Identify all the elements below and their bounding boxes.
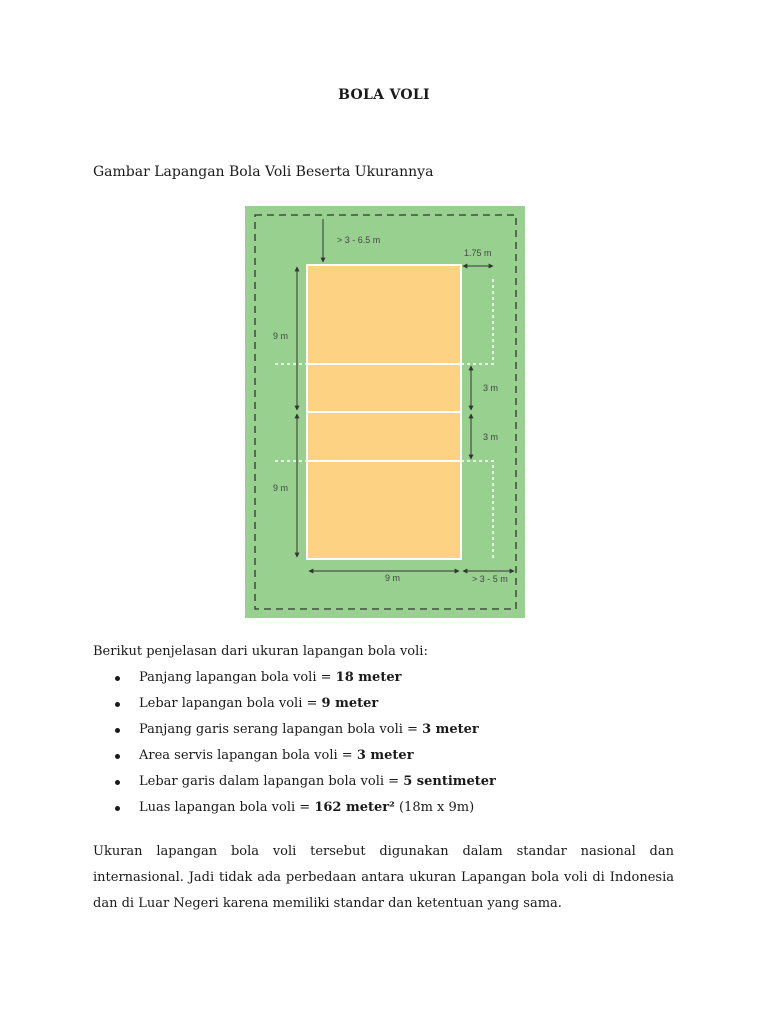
item-value: 3 meter: [422, 722, 479, 737]
dimension-list: Panjang lapangan bola voli = 18 meter Le…: [0, 668, 496, 824]
attack-zone-bottom-label: 3 m: [483, 432, 498, 442]
bullet-icon: [115, 754, 120, 759]
list-item: Lebar lapangan bola voli = 9 meter: [0, 694, 496, 720]
free-zone-side-label: > 3 - 5 m: [472, 574, 508, 584]
item-value: 3 meter: [356, 748, 414, 763]
bullet-icon: [115, 780, 120, 785]
service-zone-marker-bottom: [461, 460, 494, 559]
bullet-icon: [115, 806, 120, 811]
bullet-icon: [115, 702, 120, 707]
list-item: Area servis lapangan bola voli = 3 meter: [0, 746, 496, 772]
item-value: 5 sentimeter: [403, 774, 496, 789]
intro-text: Berikut penjelasan dari ukuran lapangan …: [93, 644, 428, 659]
item-value: 9 meter: [321, 696, 379, 711]
bullet-icon: [115, 728, 120, 733]
volleyball-court-diagram: > 3 - 6.5 m 1.75 m 9 m 9 m 3 m 3 m 9 m >…: [245, 206, 525, 618]
item-label: Panjang lapangan bola voli =: [139, 670, 336, 685]
item-label: Panjang garis serang lapangan bola voli …: [139, 722, 423, 737]
list-item: Luas lapangan bola voli = 162 meter² (18…: [0, 798, 496, 824]
side-offset-label: 1.75 m: [464, 248, 492, 258]
attack-zone-top-label: 3 m: [483, 383, 498, 393]
half-length-top-label: 9 m: [273, 331, 288, 341]
list-item: Panjang garis serang lapangan bola voli …: [0, 720, 496, 746]
half-length-bottom-label: 9 m: [273, 483, 288, 493]
service-zone-marker-top: [461, 278, 494, 365]
outer-dashed-boundary: [254, 214, 517, 610]
court-width-label: 9 m: [385, 573, 400, 583]
figure-heading: Gambar Lapangan Bola Voli Beserta Ukuran…: [93, 164, 434, 180]
item-value: 18 meter: [335, 670, 402, 685]
free-zone-top-label: > 3 - 6.5 m: [337, 235, 380, 245]
item-label: Lebar garis dalam lapangan bola voli =: [139, 774, 404, 789]
bullet-icon: [115, 676, 120, 681]
document-title: BOLA VOLI: [338, 87, 430, 103]
court-svg: > 3 - 6.5 m 1.75 m 9 m 9 m 3 m 3 m 9 m >…: [245, 206, 525, 618]
item-label: Lebar lapangan bola voli =: [139, 696, 322, 711]
item-value: 162 meter²: [314, 800, 395, 815]
item-label: Area servis lapangan bola voli =: [139, 748, 357, 763]
body-paragraph: Ukuran lapangan bola voli tersebut digun…: [93, 844, 674, 911]
item-extra: (18m x 9m): [394, 800, 475, 815]
list-item: Panjang lapangan bola voli = 18 meter: [0, 668, 496, 694]
list-item: Lebar garis dalam lapangan bola voli = 5…: [0, 772, 496, 798]
item-label: Luas lapangan bola voli =: [139, 800, 315, 815]
